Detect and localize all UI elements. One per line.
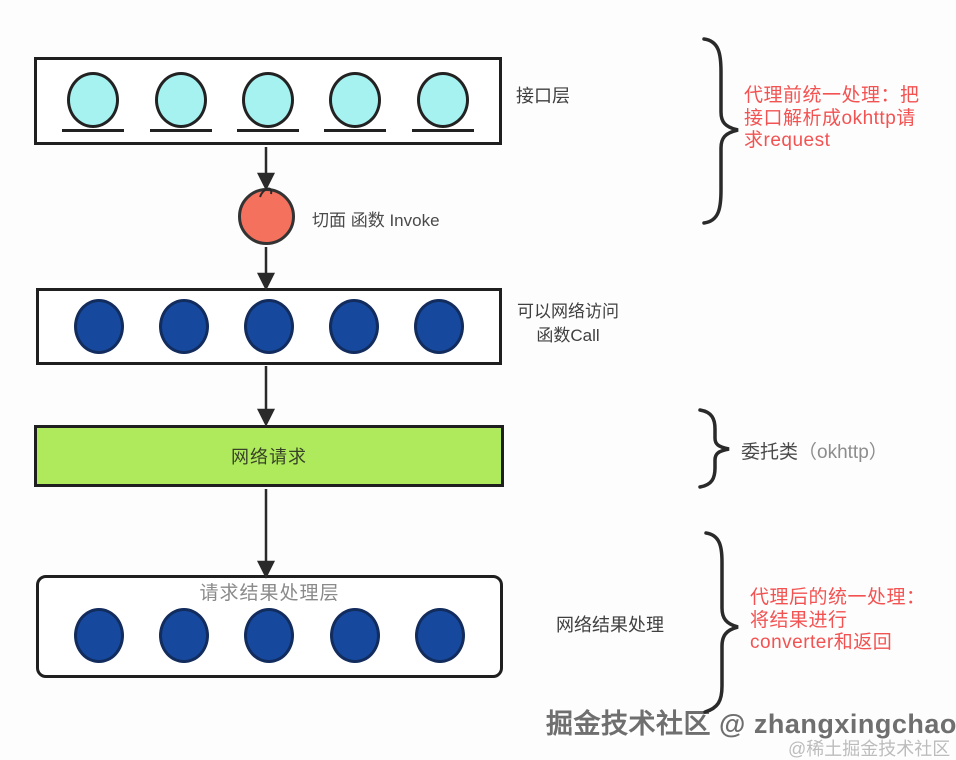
interface-circle-icon <box>67 72 120 128</box>
watermark-sub: @稀土掘金技术社区 <box>788 739 951 759</box>
call-circle-icon <box>329 299 379 354</box>
watermark-main: 掘金技术社区 @ zhangxingchao <box>546 709 956 739</box>
pre-proxy-line1: 代理前统一处理：把 <box>744 85 920 106</box>
circle-stand <box>324 129 387 132</box>
delegate-label-paren: （okhttp） <box>798 442 888 463</box>
pre-proxy-line3: 求request <box>744 130 831 151</box>
result-layer-title: 请求结果处理层 <box>199 583 340 604</box>
interface-circle-icon <box>329 72 382 128</box>
call-layer-label-line2: 函数Call <box>536 326 600 345</box>
post-proxy-annotation: 代理后的统一处理： 将结果进行 converter和返回 <box>750 587 956 655</box>
interface-layer-box <box>34 57 502 145</box>
interface-layer-label: 接口层 <box>516 86 570 106</box>
call-layer-label-line1: 可以网络访问 <box>517 302 619 321</box>
circle-stand <box>411 129 474 132</box>
result-layer-box: 请求结果处理层 <box>36 575 503 678</box>
circle-stand <box>149 129 212 132</box>
interface-circle-icon <box>416 72 469 128</box>
delegate-annotation: 委托类（okhttp） <box>741 437 888 464</box>
call-circle-icon <box>414 299 464 354</box>
result-circle-icon <box>244 608 295 663</box>
interface-pod <box>62 72 125 132</box>
call-layer-box <box>36 288 502 365</box>
pre-proxy-annotation: 代理前统一处理：把 接口解析成okhttp请 求request <box>744 85 956 153</box>
post-proxy-line3: converter和返回 <box>750 632 893 653</box>
interface-pod <box>149 72 212 132</box>
call-layer-label: 可以网络访问 函数Call <box>500 300 636 348</box>
result-circle-icon <box>329 608 380 663</box>
result-circle-icon <box>159 608 210 663</box>
post-proxy-line1: 代理后的统一处理： <box>750 587 926 608</box>
result-circle-row <box>39 608 500 663</box>
interface-pod <box>324 72 387 132</box>
invoke-aspect-circle-icon <box>238 188 295 245</box>
call-circle-icon <box>244 299 294 354</box>
pre-proxy-line2: 接口解析成okhttp请 <box>744 107 916 129</box>
interface-circle-icon <box>154 72 207 128</box>
interface-circle-icon <box>241 72 294 128</box>
result-layer-label: 网络结果处理 <box>556 615 664 635</box>
interface-pod <box>236 72 299 132</box>
delegate-label: 委托类 <box>741 442 799 463</box>
circle-stand <box>236 129 299 132</box>
circle-stand <box>62 129 125 132</box>
result-circle-icon <box>74 608 125 663</box>
call-circle-icon <box>159 299 209 354</box>
interface-pod <box>411 72 474 132</box>
network-request-label: 网络请求 <box>231 447 307 467</box>
invoke-node-label: 切面 函数 Invoke <box>312 211 440 230</box>
result-circle-icon <box>414 608 465 663</box>
call-circle-icon <box>74 299 124 354</box>
network-request-box: 网络请求 <box>34 425 504 487</box>
post-proxy-line2: 将结果进行 <box>750 609 848 631</box>
